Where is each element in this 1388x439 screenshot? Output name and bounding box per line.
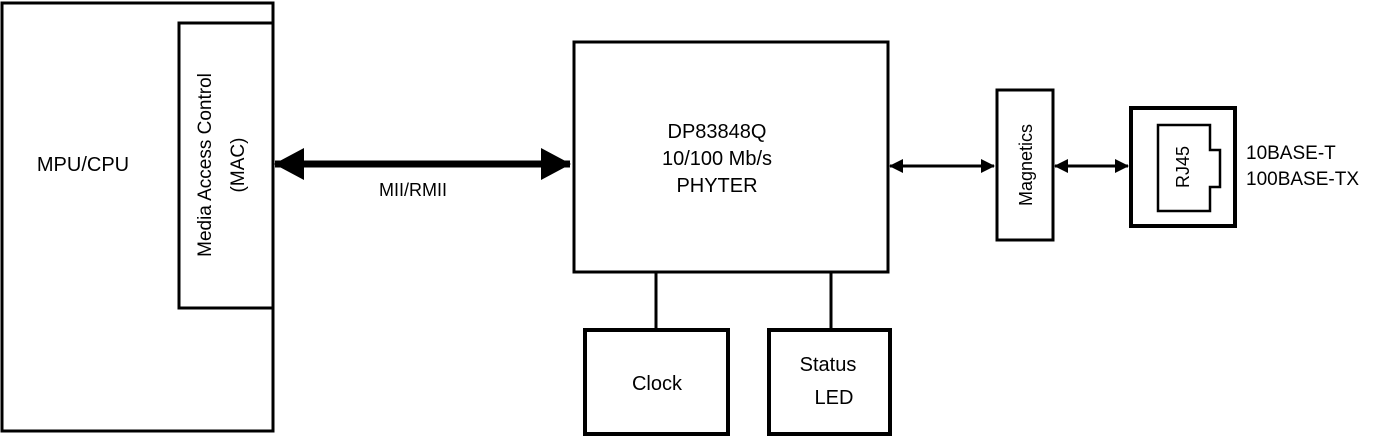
phy-block: DP83848Q 10/100 Mb/s PHYTER — [572, 40, 890, 274]
phy-label-line2: 10/100 Mb/s — [662, 148, 772, 170]
media-label-100base-tx: 100BASE-TX — [1246, 169, 1359, 190]
clock-block: Clock — [583, 328, 730, 436]
status-led-label-line1: Status — [800, 354, 857, 376]
mac-block: Media Access Control (MAC) — [177, 21, 275, 310]
mac-label-line1: Media Access Control — [195, 73, 216, 257]
magnetics-label: Magnetics — [1016, 124, 1036, 206]
media-label-10base-t: 10BASE-T — [1246, 143, 1336, 164]
phy-label-line3: PHYTER — [676, 175, 757, 197]
clock-label: Clock — [632, 373, 683, 395]
rj45-block: RJ45 — [1129, 106, 1237, 228]
rj45-label: RJ45 — [1173, 146, 1193, 188]
rj45-jack-icon — [1156, 123, 1222, 213]
bus-label: MII/RMII — [379, 180, 447, 200]
magnetics-block: Magnetics — [995, 88, 1055, 242]
cpu-label: MPU/CPU — [37, 154, 129, 176]
status-led-label-line2: LED — [815, 387, 854, 409]
phy-label-line1: DP83848Q — [668, 121, 767, 143]
mac-label-line2: (MAC) — [228, 138, 249, 193]
status-led-block: Status LED — [767, 328, 892, 436]
